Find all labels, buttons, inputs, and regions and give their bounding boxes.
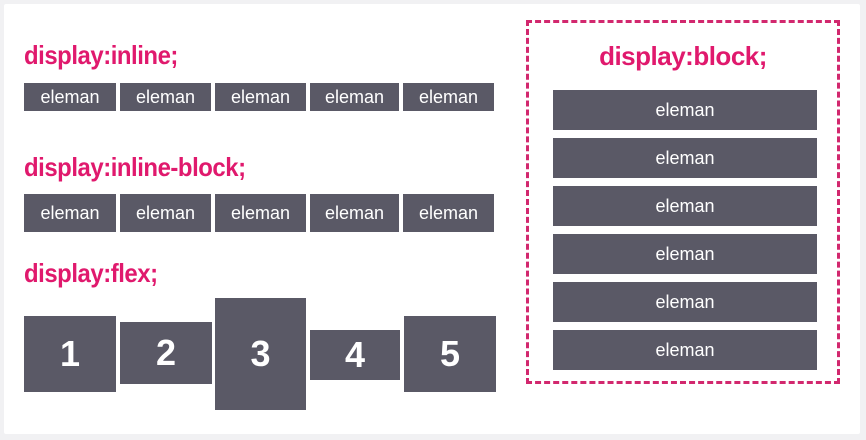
- block-element: eleman: [553, 90, 817, 130]
- flex-item: 4: [310, 330, 400, 380]
- inline-element: eleman: [403, 83, 494, 111]
- flex-item: 5: [404, 316, 496, 392]
- block-element: eleman: [553, 282, 817, 322]
- flex-heading: display:flex;: [24, 258, 158, 288]
- inline-block-element: eleman: [215, 194, 306, 232]
- block-container: display:block; eleman eleman eleman elem…: [526, 20, 840, 384]
- inline-heading: display:inline;: [24, 40, 178, 70]
- inline-element: eleman: [24, 83, 116, 111]
- block-element: eleman: [553, 234, 817, 274]
- inline-block-heading: display:inline-block;: [24, 152, 246, 182]
- block-element: eleman: [553, 138, 817, 178]
- flex-item: 3: [215, 298, 306, 410]
- flex-row: 1 2 3 4 5: [24, 0, 496, 440]
- block-heading: display:block;: [599, 41, 767, 71]
- inline-element: eleman: [310, 83, 399, 111]
- inline-block-element: eleman: [310, 194, 399, 232]
- block-element: eleman: [553, 186, 817, 226]
- inline-element: eleman: [120, 83, 211, 111]
- inline-block-row: eleman eleman eleman eleman eleman: [24, 194, 494, 232]
- inline-element: eleman: [215, 83, 306, 111]
- inline-block-element: eleman: [24, 194, 116, 232]
- block-element: eleman: [553, 330, 817, 370]
- flex-item: 1: [24, 316, 116, 392]
- inline-block-element: eleman: [120, 194, 211, 232]
- inline-row: eleman eleman eleman eleman eleman: [24, 83, 494, 111]
- inline-block-element: eleman: [403, 194, 494, 232]
- flex-item: 2: [120, 322, 212, 384]
